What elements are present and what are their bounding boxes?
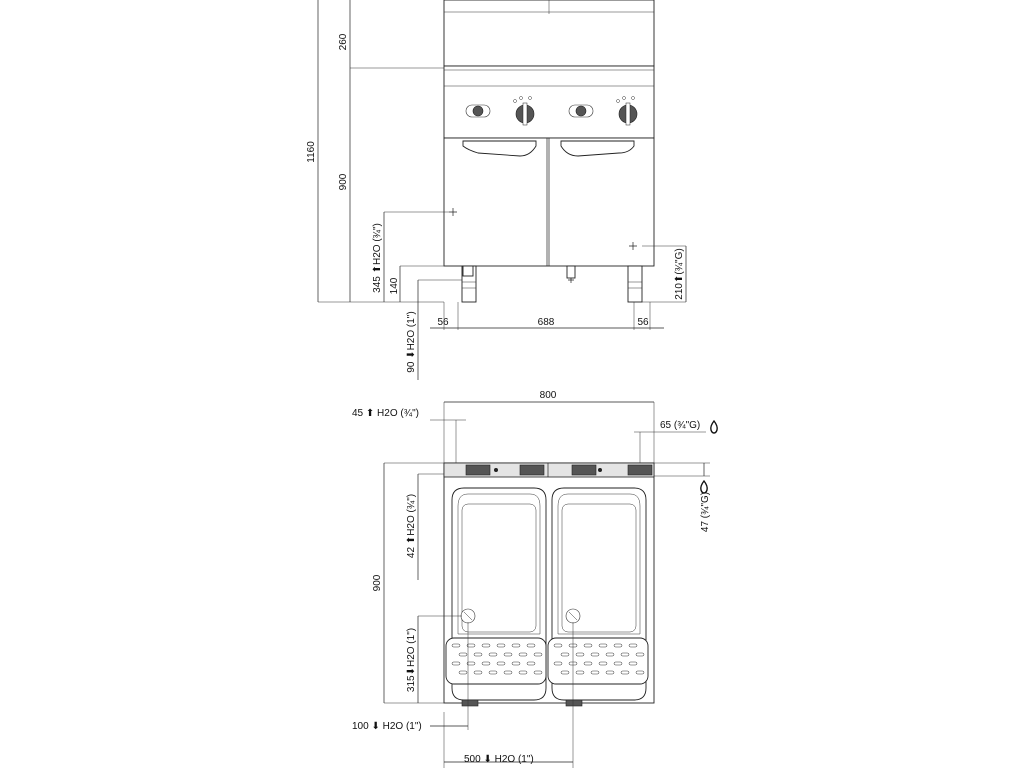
perforation <box>466 661 476 666</box>
dim-water-inlet-depth: 42 ⬆H2O (¾") <box>406 494 417 558</box>
perforation <box>628 643 638 648</box>
door-handle-right <box>560 140 635 157</box>
perforation <box>526 643 536 648</box>
dim-gas-inlet-top: 65 (¾"G) <box>660 420 700 431</box>
knob-left-main <box>513 96 535 126</box>
drain-pipe <box>566 265 576 279</box>
perforation <box>488 670 498 675</box>
dim-drain-left: 100 ⬇ H2O (1") <box>352 721 422 732</box>
perforation <box>590 652 600 657</box>
perforation <box>560 670 570 675</box>
perforation <box>518 670 528 675</box>
knob-right-thermostat <box>568 104 594 118</box>
dim-top-height: 260 <box>338 33 349 50</box>
dim-gas-inlet-front: 210⬆(¾"G) <box>674 248 685 299</box>
dim-total-height: 1160 <box>306 141 317 163</box>
perforation <box>503 652 513 657</box>
perforation <box>583 661 593 666</box>
door-handle-left <box>462 140 537 157</box>
perforation <box>458 670 468 675</box>
dim-gas-depth: 47 (¾"G) <box>700 492 711 532</box>
perforation <box>605 652 615 657</box>
fryer-well-left <box>445 487 547 701</box>
dim-total-width: 800 <box>540 390 557 401</box>
perforation <box>635 670 645 675</box>
dim-left-margin: 56 <box>437 317 449 328</box>
flame-icon <box>710 419 718 434</box>
perforation <box>496 643 506 648</box>
perforation <box>511 643 521 648</box>
perforation <box>575 652 585 657</box>
front-view: 260 1160 900 345 ⬆H2O (¾") 140 210⬆(¾"G)… <box>306 0 687 380</box>
perforation <box>503 670 513 675</box>
perforation <box>598 643 608 648</box>
knob-right-main <box>616 96 638 126</box>
perforation <box>451 643 461 648</box>
perforation <box>613 661 623 666</box>
dim-body-height: 900 <box>338 173 349 190</box>
perforation <box>635 652 645 657</box>
perforation <box>511 661 521 666</box>
fryer-well-right <box>547 487 649 701</box>
perforation <box>613 643 623 648</box>
gas-inlet-marker <box>629 242 637 250</box>
perforation <box>583 643 593 648</box>
perforation <box>458 652 468 657</box>
knob-left-thermostat <box>465 104 491 118</box>
perforation <box>466 643 476 648</box>
perforation <box>488 652 498 657</box>
perforation <box>575 670 585 675</box>
basket-perforations-right <box>553 643 645 675</box>
control-panel <box>443 65 655 139</box>
perforation <box>620 652 630 657</box>
perforation <box>553 643 563 648</box>
perforation <box>451 661 461 666</box>
perforation <box>496 661 506 666</box>
dim-water-inlet-top: 45 ⬆ H2O (¾") <box>352 408 419 419</box>
perforation <box>473 652 483 657</box>
perforation <box>481 643 491 648</box>
dim-drain-front: 90 ⬇H2O (1") <box>406 311 417 372</box>
perforation <box>598 661 608 666</box>
perforation <box>628 661 638 666</box>
basket-perforations-left <box>451 643 543 675</box>
perforation <box>560 652 570 657</box>
back-strip <box>443 462 655 478</box>
dim-total-depth: 900 <box>372 574 383 591</box>
perforation <box>605 670 615 675</box>
dim-leg-spacing: 688 <box>538 317 555 328</box>
top-view: 800 45 ⬆ H2O (¾") 65 (¾"G) 47 (¾"G) 42 ⬆… <box>352 390 718 768</box>
perforation <box>526 661 536 666</box>
dim-water-inlet-front: 345 ⬆H2O (¾") <box>372 223 383 293</box>
flame-icon <box>700 479 708 494</box>
dim-drain-center: 500 ⬇ H2O (1") <box>464 754 534 765</box>
dim-right-margin: 56 <box>637 317 649 328</box>
perforation <box>518 652 528 657</box>
perforation <box>553 661 563 666</box>
perforation <box>590 670 600 675</box>
leg-right <box>627 265 643 303</box>
perforation <box>533 670 543 675</box>
perforation <box>481 661 491 666</box>
dim-leg-height: 140 <box>389 277 400 294</box>
perforation <box>533 652 543 657</box>
perforation <box>473 670 483 675</box>
perforation <box>620 670 630 675</box>
water-inlet-marker <box>449 208 457 216</box>
dim-drain-depth: 315⬇H2O (1") <box>406 628 417 692</box>
